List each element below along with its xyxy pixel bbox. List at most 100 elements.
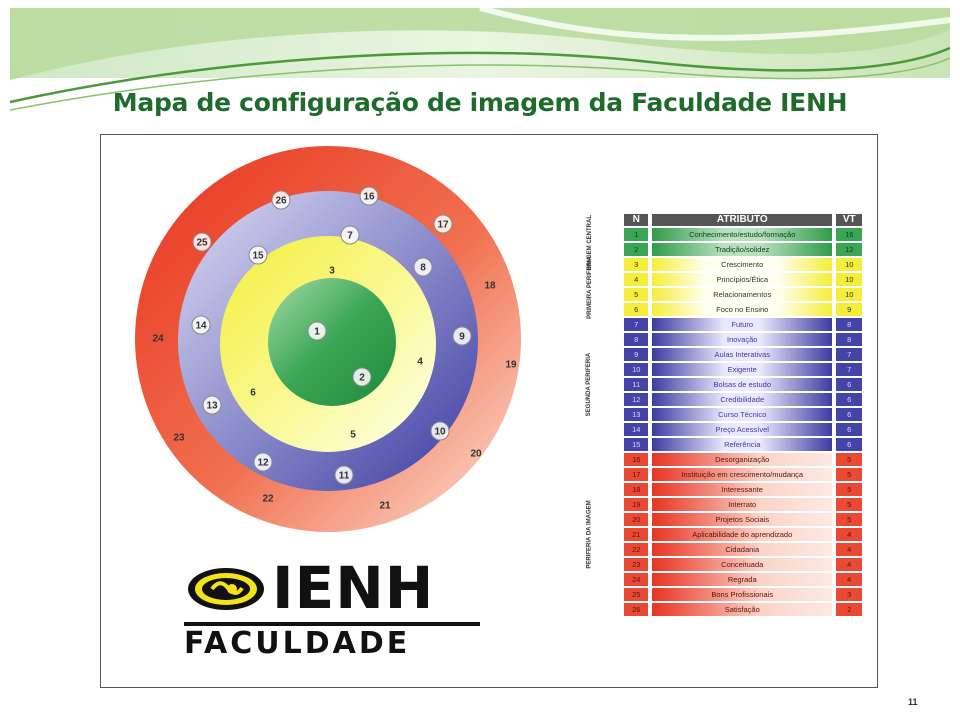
logo-wordmark: IENH — [272, 554, 435, 622]
ring-number-5: 5 — [350, 430, 356, 441]
cell-attribute: Bons Profissionais — [652, 588, 833, 601]
cell-attribute: Conceituada — [652, 558, 833, 571]
svg-text:21: 21 — [379, 501, 391, 512]
svg-text:7: 7 — [347, 231, 353, 242]
ring-number-24: 24 — [152, 334, 164, 345]
svg-text:15: 15 — [252, 251, 264, 262]
ring-number-13: 13 — [202, 395, 222, 415]
cell-vt: 6 — [836, 438, 863, 451]
cell-attribute: Preço Acessível — [652, 423, 833, 436]
ring-number-11: 11 — [334, 465, 354, 485]
cell-vt: 16 — [836, 228, 863, 241]
header-n: N — [624, 214, 649, 226]
ring-number-9: 9 — [452, 326, 472, 346]
cell-attribute: Bolsas de estudo — [652, 378, 833, 391]
cell-vt: 4 — [836, 528, 863, 541]
cell-vt: 8 — [836, 318, 863, 331]
svg-text:26: 26 — [275, 196, 287, 207]
svg-text:16: 16 — [363, 192, 375, 203]
cell-n: 15 — [624, 438, 649, 451]
group-label: PERIFERIA DA IMAGEM — [586, 500, 593, 569]
cell-attribute: Credibilidade — [652, 393, 833, 406]
ring-number-7: 7 — [340, 225, 360, 245]
ring-number-25: 25 — [192, 232, 212, 252]
cell-attribute: Foco no Ensino — [652, 303, 833, 316]
page-number: 11 — [908, 697, 918, 707]
group-label: SEGUNDA PERIFERIA — [586, 352, 593, 417]
svg-text:17: 17 — [437, 220, 449, 231]
ring-number-21: 21 — [379, 501, 391, 512]
header-banner — [9, 5, 951, 111]
cell-vt: 4 — [836, 543, 863, 556]
cell-n: 21 — [624, 528, 649, 541]
cell-vt: 5 — [836, 498, 863, 511]
svg-text:24: 24 — [152, 334, 164, 345]
ring-number-16: 16 — [359, 186, 379, 206]
cell-n: 20 — [624, 513, 649, 526]
cell-n: 18 — [624, 483, 649, 496]
cell-vt: 10 — [836, 288, 863, 301]
svg-text:13: 13 — [206, 401, 218, 412]
cell-attribute: Exigente — [652, 363, 833, 376]
cell-n: 2 — [624, 243, 649, 256]
svg-text:10: 10 — [434, 427, 446, 438]
cell-vt: 5 — [836, 483, 863, 496]
cell-vt: 7 — [836, 363, 863, 376]
svg-text:19: 19 — [505, 360, 517, 371]
svg-text:18: 18 — [484, 281, 496, 292]
cell-vt: 4 — [836, 573, 863, 586]
ring-number-23: 23 — [173, 433, 185, 444]
svg-text:5: 5 — [350, 430, 356, 441]
ring-number-26: 26 — [271, 190, 291, 210]
group-label: PRIMEIRA PERIFERIA — [586, 255, 593, 319]
ring-number-10: 10 — [430, 421, 450, 441]
svg-text:9: 9 — [459, 332, 465, 343]
ring-number-3: 3 — [329, 266, 335, 277]
svg-text:3: 3 — [329, 266, 335, 277]
cell-attribute: Projetos Sociais — [652, 513, 833, 526]
ienh-logo: IENH FACULDADE — [180, 554, 480, 661]
cell-attribute: Princípios/Ética — [652, 273, 833, 286]
cell-attribute: Conhecimento/estudo/formação — [652, 228, 833, 241]
cell-n: 25 — [624, 588, 649, 601]
cell-vt: 6 — [836, 378, 863, 391]
ring-number-20: 20 — [470, 449, 482, 460]
cell-attribute: Satisfação — [652, 603, 833, 616]
cell-n: 23 — [624, 558, 649, 571]
cell-n: 7 — [624, 318, 649, 331]
svg-text:14: 14 — [195, 321, 207, 332]
image-map-diagram: 1234567891011121314151617181920212223242… — [135, 146, 521, 532]
cell-attribute: Instituição em crescimento/mudança — [652, 468, 833, 481]
cell-attribute: Relacionamentos — [652, 288, 833, 301]
header-vt: VT — [836, 214, 863, 226]
svg-text:2: 2 — [359, 373, 365, 384]
header-attribute: ATRIBUTO — [652, 214, 833, 226]
svg-text:22: 22 — [262, 494, 274, 505]
ring-number-19: 19 — [505, 360, 517, 371]
svg-text:12: 12 — [257, 458, 269, 469]
svg-text:1: 1 — [314, 327, 320, 338]
cell-n: 4 — [624, 273, 649, 286]
logo-divider — [184, 622, 480, 626]
cell-n: 26 — [624, 603, 649, 616]
cell-n: 6 — [624, 303, 649, 316]
cell-vt: 5 — [836, 453, 863, 466]
cell-vt: 5 — [836, 513, 863, 526]
cell-vt: 12 — [836, 243, 863, 256]
svg-text:23: 23 — [173, 433, 185, 444]
cell-vt: 6 — [836, 408, 863, 421]
cell-vt: 5 — [836, 468, 863, 481]
cell-attribute: Regrada — [652, 573, 833, 586]
